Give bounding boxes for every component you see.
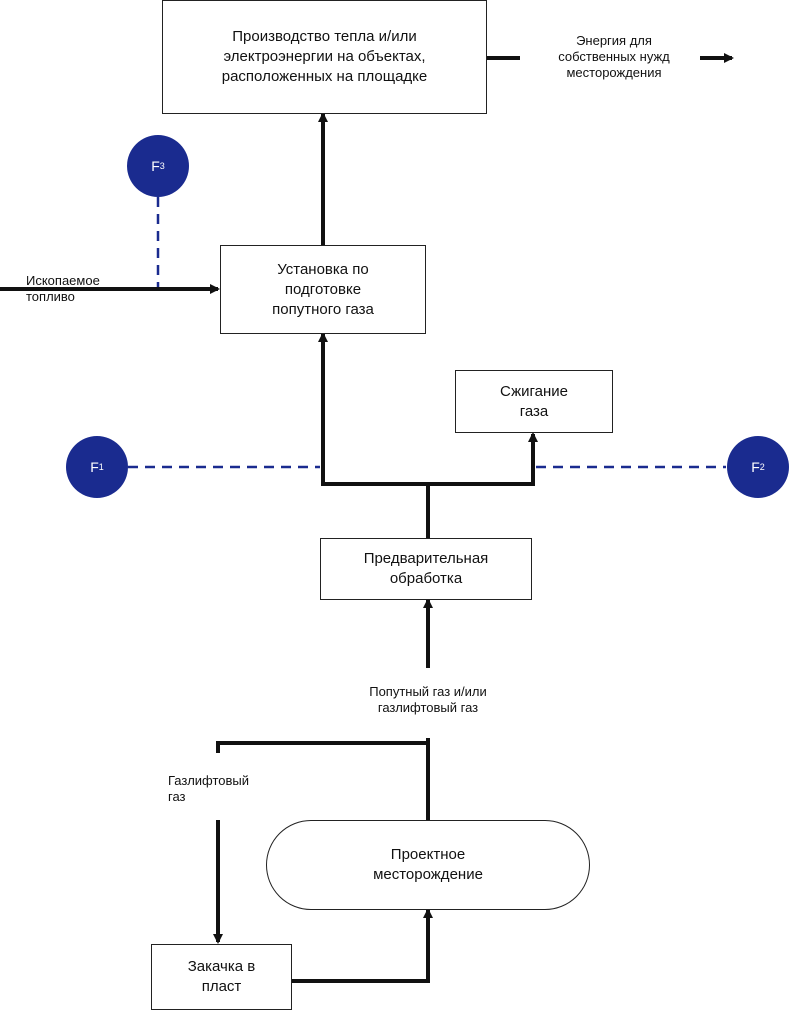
energy-own-needs-label: Энергия для собственных нужд месторожден… [558,33,670,80]
f3-letter: F [151,158,160,174]
f1-letter: F [90,459,99,475]
pretreatment-box: Предварительная обработка [320,538,532,600]
flaring-box: Сжигание газа [455,370,613,433]
treatment-label: Установка по подготовке попутного газа [272,260,374,318]
treatment-box: Установка по подготовке попутного газа [220,245,426,334]
arrow-split-to-treatment [318,332,430,538]
associated-gas-label: Попутный газ и/или газлифтовый газ [369,684,487,715]
production-label: Производство тепла и/или электроэнергии … [221,28,428,85]
gaslift-gas-label: Газлифтовый газ [168,773,250,804]
f2-letter: F [751,459,760,475]
arrow-injection-to-field [292,908,433,983]
field-label: Проектное месторождение [373,846,483,883]
fossil-fuel-label: Ископаемое топливо [26,273,100,304]
flaring-label: Сжигание газа [499,382,569,420]
arrow-split-to-flaring [428,432,538,486]
production-box: Производство тепла и/или электроэнергии … [162,0,487,114]
field-box: Проектное месторождение [266,820,590,910]
f2-subscript: 2 [759,462,765,472]
injection-label: Закачка в пласт [187,958,256,995]
line-gaslift-branch [216,741,428,753]
pretreatment-label: Предварительная обработка [363,550,489,587]
f1-subscript: 1 [98,462,104,472]
injection-box: Закачка в пласт [151,944,292,1010]
f3-subscript: 3 [159,161,165,171]
